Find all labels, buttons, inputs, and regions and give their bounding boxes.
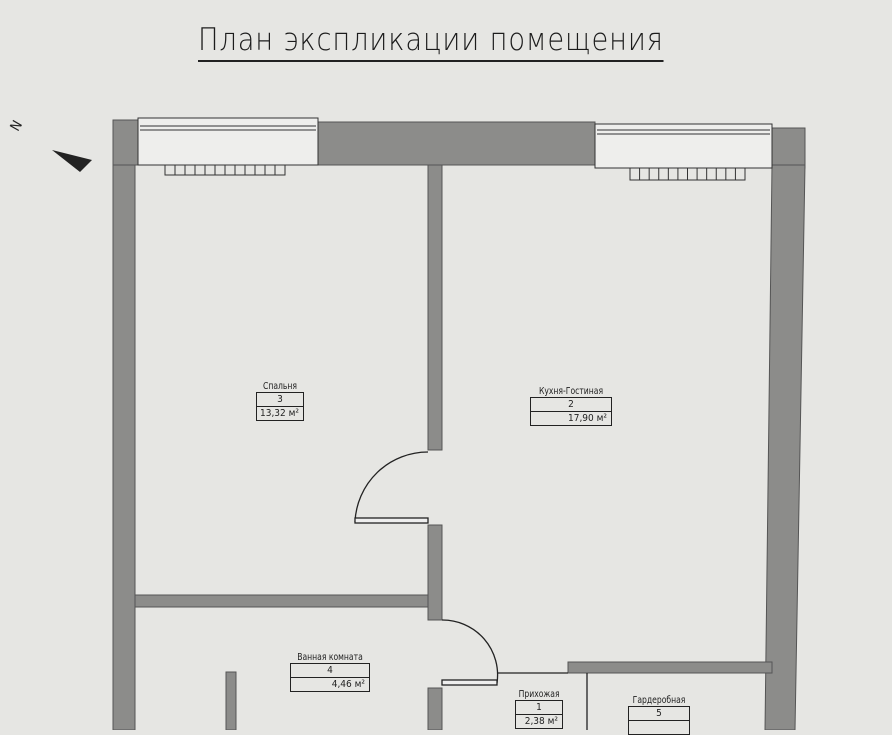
plan-title: План экспликации помещения — [198, 22, 664, 62]
wall-top-middle — [317, 121, 596, 166]
door-bedroom-swing — [354, 451, 429, 523]
room-name: Спальня — [262, 381, 298, 392]
north-arrow-icon — [52, 150, 92, 172]
wall-partition-lower — [427, 687, 443, 730]
wall-right — [764, 164, 806, 730]
room-number: 2 — [568, 399, 574, 410]
room-number: 1 — [536, 702, 542, 713]
room-number: 4 — [327, 665, 333, 676]
room-wardrobe: Гардеробная 5 — [628, 695, 690, 735]
room-name: Гардеробная — [632, 695, 686, 706]
room-area: 2,38 м² — [516, 714, 562, 728]
wall-wardrobe — [567, 661, 773, 674]
wall-left — [112, 119, 136, 730]
windows — [137, 117, 773, 181]
room-area: 17,90 м² — [531, 411, 611, 425]
room-name: Кухня-Гостиная — [538, 386, 604, 397]
room-number: 3 — [277, 394, 283, 405]
room-area: 4,46 м² — [291, 677, 369, 691]
doors — [354, 451, 588, 730]
wall-partition-upper — [427, 164, 443, 451]
wall-bedroom-bath — [134, 594, 429, 608]
room-area: 13,32 м² — [257, 406, 303, 420]
wall-top-right — [771, 127, 806, 169]
wall-bath-inner — [225, 671, 237, 730]
room-number: 5 — [656, 708, 662, 719]
room-name: Прихожая — [518, 689, 560, 700]
wall-top-left — [112, 119, 139, 166]
wall-partition-middle — [427, 524, 443, 621]
walls — [112, 119, 806, 730]
door-bath-swing — [441, 619, 499, 684]
radiators — [174, 165, 736, 180]
room-name: Ванная комната — [297, 652, 363, 663]
